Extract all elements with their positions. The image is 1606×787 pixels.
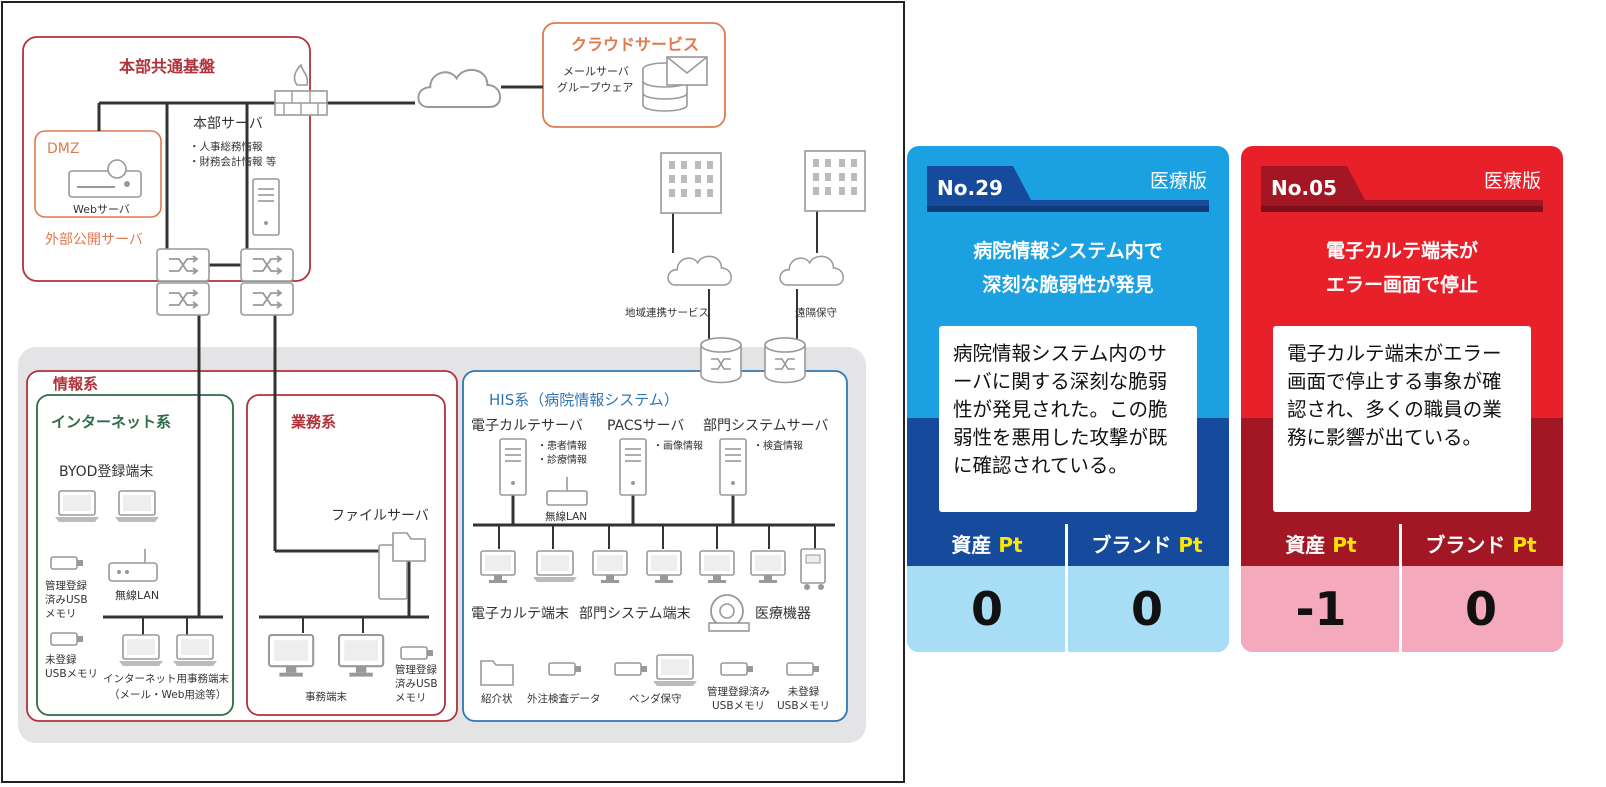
- vendor-label: ベンダ保守: [629, 693, 682, 705]
- brand-pt-label: ブランド Pt: [1425, 533, 1537, 557]
- remote-maintenance-label: 遠隔保守: [795, 307, 837, 319]
- cloud-service-title: クラウドサービス: [571, 35, 700, 54]
- incident-card-05: No.05 医療版 電子カルテ端末がエラー画面で停止 電子カルテ端末がエラー画面…: [1241, 146, 1563, 652]
- card-description: 電子カルテ端末がエラー画面で停止する事象が確認され、多くの職員の業務に影響が出て…: [1273, 326, 1531, 512]
- column-divider: [1065, 524, 1068, 652]
- emr-info-1: ・患者情報: [537, 441, 587, 452]
- column-divider: [1399, 524, 1402, 652]
- external-data-label: 外注検査データ: [527, 693, 601, 705]
- dmz-label: DMZ: [47, 141, 80, 157]
- brand-pt-label: ブランド Pt: [1091, 533, 1203, 557]
- card-points-area: [907, 566, 1229, 652]
- card-number: No.05: [1271, 176, 1337, 200]
- his-wifi-label: 無線LAN: [545, 511, 588, 523]
- byod-label: BYOD登録端末: [59, 464, 154, 480]
- office-terminal-label: 事務端末: [305, 691, 347, 703]
- internet-wifi-label: 無線LAN: [115, 589, 160, 602]
- card-title: 電子カルテ端末がエラー画面で停止: [1325, 240, 1478, 296]
- card-title: 病院情報システム内で深刻な脆弱性が発見: [973, 240, 1163, 296]
- dept-info: ・検査情報: [753, 441, 803, 452]
- business-title: 業務系: [291, 413, 337, 431]
- hq-info-2: ・財務会計情報 等: [189, 156, 277, 168]
- pacs-server-label: PACSサーバ: [607, 418, 685, 434]
- public-server-label: 外部公開サーバ: [45, 232, 143, 248]
- brand-pt-value: 0: [1130, 582, 1163, 636]
- dept-server-label: 部門システムサーバ: [703, 418, 829, 434]
- medical-device-label: 医療機器: [755, 606, 811, 622]
- mail-server-label: メールサーバ: [563, 65, 629, 78]
- card-edition: 医療版: [1149, 170, 1207, 192]
- internet-terminal-label: インターネット用事務端末: [103, 673, 229, 685]
- asset-pt-value: 0: [970, 582, 1003, 636]
- file-server-label: ファイルサーバ: [331, 508, 429, 524]
- card-edition: 医療版: [1483, 170, 1541, 192]
- hq-server-label: 本部サーバ: [193, 116, 263, 132]
- emr-server-label: 電子カルテサーバ: [471, 418, 583, 434]
- card-points-area: [1241, 566, 1563, 652]
- groupware-label: グループウェア: [557, 81, 634, 94]
- asset-pt-value: -1: [1295, 582, 1347, 636]
- referral-label: 紹介状: [481, 693, 513, 705]
- emr-info-2: ・診療情報: [537, 455, 587, 466]
- asset-pt-label: 資産 Pt: [1285, 533, 1357, 557]
- pacs-info: ・画像情報: [653, 441, 703, 452]
- hq-title: 本部共通基盤: [119, 57, 216, 76]
- his-title: HIS系（病院情報システム）: [489, 391, 679, 409]
- internet-terminal-usage: （メール・Web用途等）: [109, 689, 227, 701]
- emr-terminal-label: 電子カルテ端末: [471, 606, 569, 622]
- hq-info-1: ・人事総務情報: [189, 141, 263, 153]
- brand-pt-value: 0: [1464, 582, 1497, 636]
- card-number-tab: [1261, 166, 1543, 212]
- dept-terminal-label: 部門システム端末: [579, 606, 691, 622]
- card-number: No.29: [937, 176, 1003, 200]
- internet-title: インターネット系: [51, 413, 172, 431]
- info-system-title: 情報系: [53, 375, 99, 393]
- network-diagram: 本部共通基盤 DMZ Webサーバ 外部公開サーバ 本部サーバ ・人事総務情報 …: [1, 1, 905, 783]
- diagram-graphics: [18, 22, 866, 743]
- card-number-tab: [927, 166, 1209, 212]
- web-server-label: Webサーバ: [73, 203, 130, 216]
- regional-service-label: 地域連携サービス: [625, 307, 709, 319]
- incident-card-29: No.29 医療版 病院情報システム内で深刻な脆弱性が発見 病院情報システム内の…: [907, 146, 1229, 652]
- card-description: 病院情報システム内のサーバに関する深刻な脆弱性が発見された。この脆弱性を悪用した…: [939, 326, 1197, 512]
- asset-pt-label: 資産 Pt: [951, 533, 1023, 557]
